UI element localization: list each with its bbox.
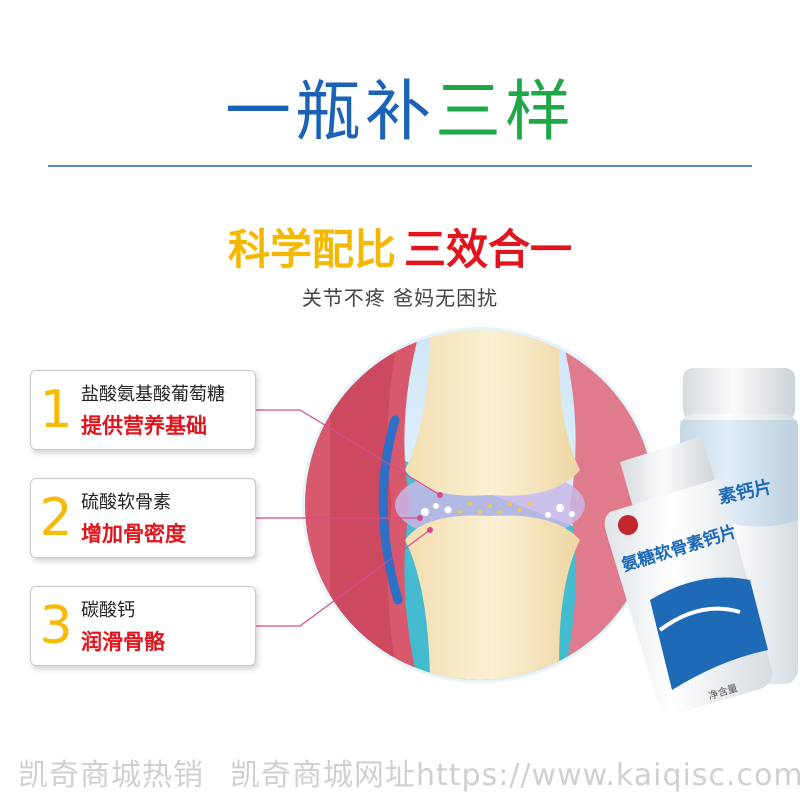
subheadline-part2: 三效合一	[404, 225, 573, 274]
feature-card-3: 3 碳酸钙 润滑骨骼	[30, 586, 256, 666]
feature-number: 2	[39, 488, 73, 548]
feature-card-2: 2 硫酸软骨素 增加骨密度	[30, 478, 256, 558]
headline-part1: 一瓶补	[225, 73, 435, 150]
feature-card-1: 1 盐酸氨基酸葡萄糖 提供营养基础	[30, 370, 256, 450]
feature-benefit: 增加骨密度	[81, 522, 186, 546]
tagline: 关节不疼 爸妈无困扰	[301, 286, 499, 310]
connector-lines	[256, 409, 441, 627]
lower-bone	[405, 515, 580, 680]
bottle-front	[604, 436, 773, 715]
feature-benefit: 提供营养基础	[81, 414, 207, 438]
upper-bone	[405, 330, 580, 496]
subheadline-part1: 科学配比	[227, 225, 396, 274]
headline-part2: 三样	[435, 73, 575, 150]
feature-ingredient: 盐酸氨基酸葡萄糖	[81, 384, 225, 405]
feature-benefit: 润滑骨骼	[81, 630, 165, 654]
watermark-part1: 凯奇商城热销	[18, 758, 204, 793]
feature-number: 1	[39, 380, 73, 440]
watermark-part2: 凯奇商城网址https://www.kaiqisc.com	[230, 758, 800, 793]
feature-ingredient: 碳酸钙	[81, 600, 135, 621]
feature-number: 3	[39, 596, 73, 656]
watermark: 凯奇商城热销凯奇商城网址https://www.kaiqisc.com	[18, 750, 800, 794]
feature-ingredient: 硫酸软骨素	[81, 492, 171, 513]
headline: 一瓶补三样	[0, 72, 800, 152]
divider-line	[48, 165, 752, 167]
subheadline: 科学配比三效合一	[0, 224, 800, 276]
